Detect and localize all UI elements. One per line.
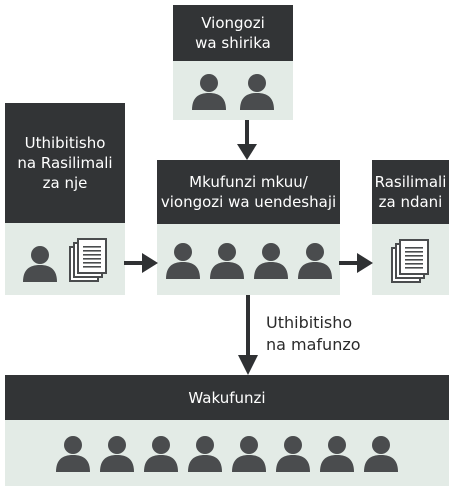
people-group <box>190 72 276 110</box>
person-icon <box>232 436 266 472</box>
document-group <box>390 237 431 283</box>
person-icon <box>188 436 222 472</box>
person-icon <box>240 73 274 110</box>
box-internal-resources-panel <box>372 224 449 295</box>
box-external-resources-title: Uthibitisho na Rasilimali za nje <box>5 103 125 223</box>
box-internal-resources: Rasilimali za ndani <box>372 160 449 295</box>
person-icon <box>144 436 178 472</box>
person-icon <box>56 436 90 472</box>
box-organization-leaders-panel <box>173 61 293 120</box>
person-icon <box>209 242 244 279</box>
arrow-down-top <box>237 120 257 160</box>
arrow-label: Uthibitisho na mafunzo <box>266 313 361 354</box>
person-icon <box>192 73 226 110</box>
person-icon <box>320 436 354 472</box>
box-organization-leaders-title: Viongozi wa shirika <box>173 5 293 61</box>
document-stack-icon <box>69 238 107 282</box>
person-and-document-group <box>21 236 109 282</box>
box-organization-leaders: Viongozi wa shirika <box>173 5 293 120</box>
person-icon <box>165 242 200 279</box>
box-master-trainer-panel <box>157 224 340 295</box>
box-trainers-title: Wakufunzi <box>5 375 449 420</box>
arrow-down-bottom <box>238 295 258 375</box>
person-icon <box>100 436 134 472</box>
person-icon <box>364 436 398 472</box>
box-trainers: Wakufunzi <box>5 375 449 486</box>
box-external-resources-panel <box>5 223 125 295</box>
person-icon <box>276 436 310 472</box>
arrow-right-center <box>339 253 373 273</box>
box-master-trainer: Mkufunzi mkuu/ viongozi wa uendeshaji <box>157 160 340 295</box>
box-internal-resources-title: Rasilimali za ndani <box>372 160 449 224</box>
arrow-right-left <box>124 253 158 273</box>
box-trainers-panel <box>5 420 449 486</box>
person-icon <box>253 242 288 279</box>
document-stack-icon <box>390 238 429 283</box>
box-master-trainer-title: Mkufunzi mkuu/ viongozi wa uendeshaji <box>157 160 340 224</box>
people-group <box>54 434 400 472</box>
box-external-resources: Uthibitisho na Rasilimali za nje <box>5 103 125 295</box>
person-icon <box>297 242 332 279</box>
people-group <box>164 241 334 279</box>
person-icon <box>23 246 57 282</box>
